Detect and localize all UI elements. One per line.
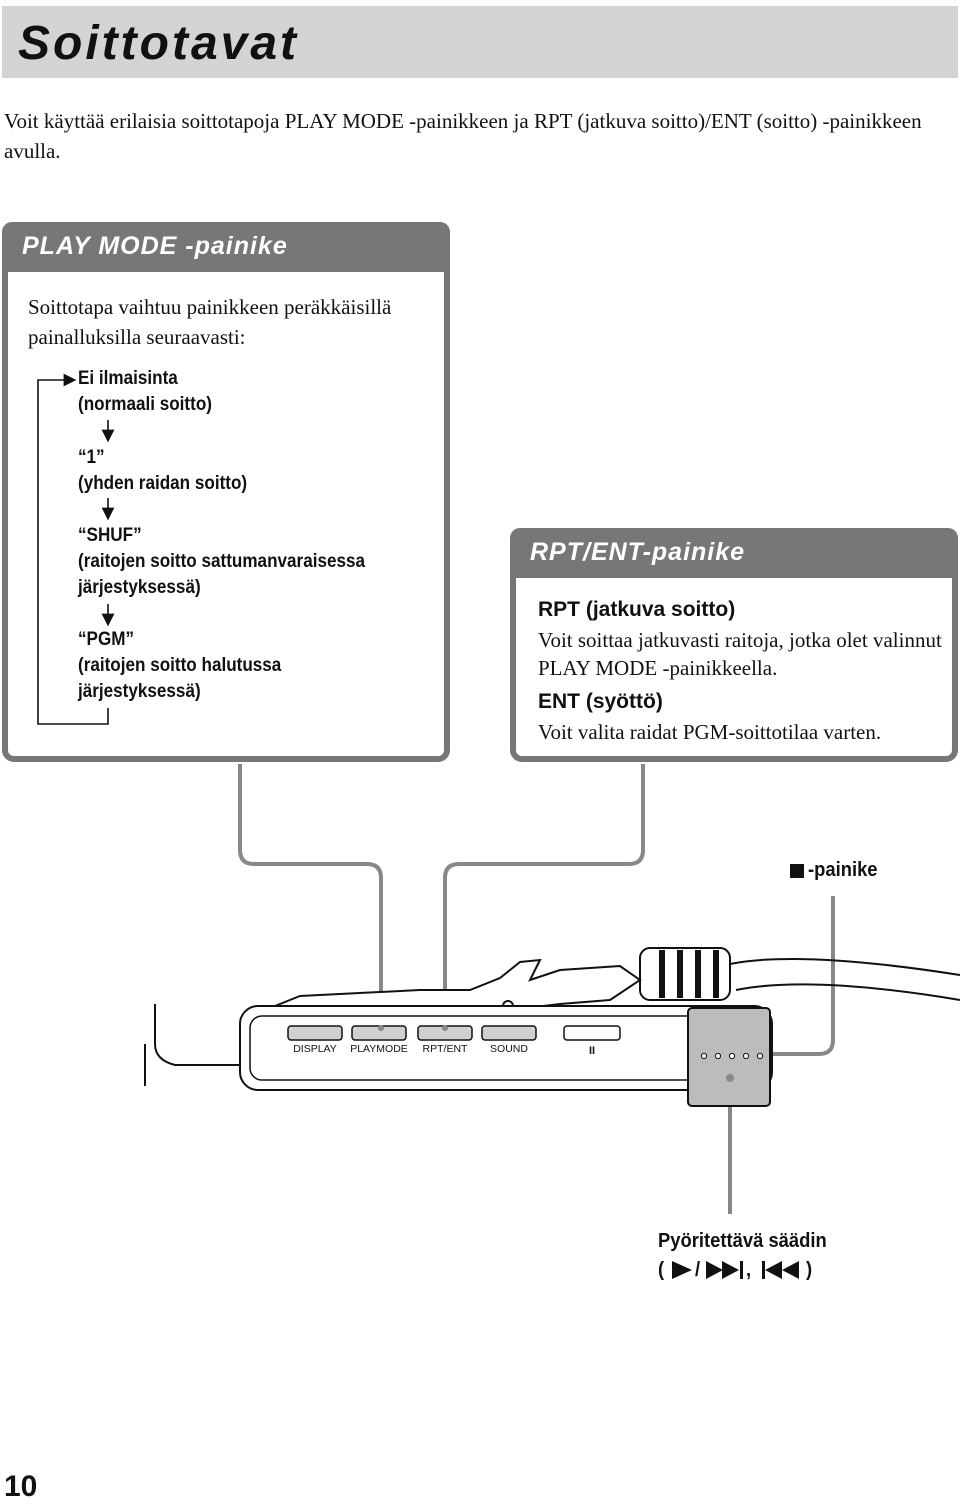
title-bar: Soittotavat xyxy=(2,6,958,78)
rpt-ent-panel-header: RPT/ENT-painike xyxy=(510,528,958,578)
mode-shuffle: “SHUF” (raitojen soitto sattumanvaraises… xyxy=(78,523,365,601)
intro-text: Voit käyttää erilaisia soittotapoja PLAY… xyxy=(4,109,922,163)
mode-cycle-arrows xyxy=(37,373,115,725)
mode-program: “PGM” (raitojen soitto halutussa järjest… xyxy=(78,627,281,705)
mode-repeat-one: “1” (yhden raidan soitto) xyxy=(78,445,247,497)
rpt-ent-panel: RPT/ENT-painike RPT (jatkuva soitto) Voi… xyxy=(510,528,958,762)
mode-repeat-one-desc: (yhden raidan soitto) xyxy=(78,473,248,494)
display-label: DISPLAY xyxy=(293,1043,337,1055)
sound-button[interactable] xyxy=(481,1025,537,1041)
rpt-ent-label: RPT/ENT xyxy=(423,1043,469,1055)
clip xyxy=(269,958,642,1012)
play-mode-description: Soittotapa vaihtuu painikkeen peräkkäisi… xyxy=(28,295,392,349)
stop-button-label: -painike xyxy=(808,859,878,881)
mode-normal: Ei ilmaisinta (normaali soitto) xyxy=(78,366,212,418)
rpt-text: Voit soittaa jatkuvasti raitoja, jotka o… xyxy=(538,628,942,680)
ent-title: ENT (syöttö) xyxy=(538,690,663,713)
mode-program-name: “PGM” xyxy=(78,629,135,650)
sound-label: SOUND xyxy=(490,1043,528,1055)
dial-label-open-paren: ( xyxy=(658,1259,665,1281)
dial-label-slash: / xyxy=(695,1259,701,1281)
callout-lines xyxy=(238,764,835,1214)
cable-plug xyxy=(639,947,731,1001)
remote-body xyxy=(239,1005,773,1107)
dial-label-comma: , xyxy=(746,1259,752,1281)
rpt-title: RPT (jatkuva soitto) xyxy=(538,598,736,621)
dial-label: Pyöritettävä säädin xyxy=(658,1230,827,1252)
ent-text: Voit valita raidat PGM-soittotilaa varte… xyxy=(538,720,882,744)
play-icon xyxy=(672,1261,692,1279)
mode-repeat-one-name: “1” xyxy=(78,447,105,468)
page-title: Soittotavat xyxy=(18,17,300,70)
play-mode-heading: PLAY MODE -painike xyxy=(22,232,288,260)
previous-track-icon xyxy=(762,1261,799,1279)
mode-program-desc-2: järjestyksessä) xyxy=(78,681,201,702)
playmode-label: PLAYMODE xyxy=(350,1043,408,1055)
pause-button[interactable] xyxy=(563,1025,621,1041)
play-mode-panel: PLAY MODE -painike Soittotapa vaihtuu pa… xyxy=(2,222,450,762)
mode-normal-name: Ei ilmaisinta xyxy=(78,368,178,389)
next-track-icon xyxy=(706,1261,743,1279)
display-button[interactable] xyxy=(287,1025,343,1041)
pause-icon: II xyxy=(589,1045,595,1057)
dial-symbols xyxy=(672,1261,799,1279)
play-mode-panel-header: PLAY MODE -painike xyxy=(2,222,450,272)
mode-shuffle-desc-2: järjestyksessä) xyxy=(78,577,201,598)
rpt-ent-heading: RPT/ENT-painike xyxy=(530,538,746,566)
cable xyxy=(144,957,960,1086)
stop-icon xyxy=(790,864,804,878)
mode-shuffle-name: “SHUF” xyxy=(78,525,142,546)
dial-label-close-paren: ) xyxy=(806,1259,813,1281)
mode-normal-desc: (normaali soitto) xyxy=(78,394,212,415)
mode-shuffle-desc: (raitojen soitto sattumanvaraisessa xyxy=(78,551,366,572)
mode-program-desc: (raitojen soitto halutussa xyxy=(78,655,282,676)
page-number: 10 xyxy=(4,1470,38,1503)
